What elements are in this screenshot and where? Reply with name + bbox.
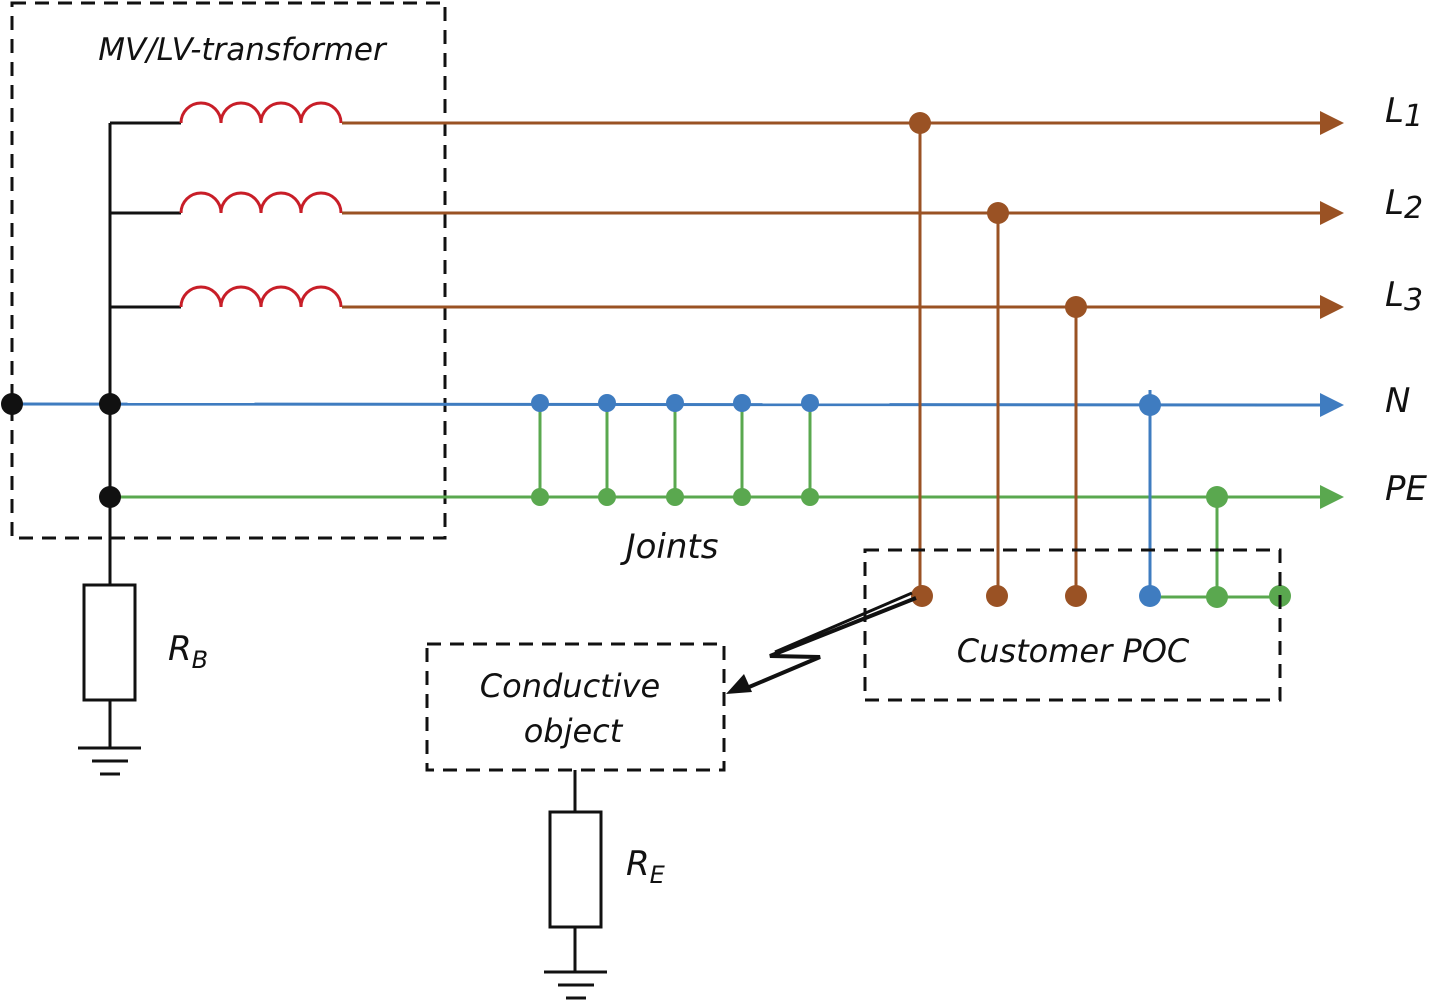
customer-poc-box xyxy=(863,548,1282,702)
joint-pe-dot xyxy=(598,488,616,506)
resistor-re xyxy=(548,770,603,972)
conductive-object-line1: Conductive xyxy=(480,667,660,705)
coil-icon xyxy=(179,191,343,214)
conductive-object-box xyxy=(425,642,726,772)
joint-n-dot xyxy=(598,394,616,412)
pe-arrow-icon xyxy=(1320,485,1344,509)
coil-icon xyxy=(179,101,343,124)
transformer-box xyxy=(10,1,447,540)
label-pe: PE xyxy=(1385,469,1428,509)
n-star-dot xyxy=(99,393,121,415)
joints-label: Joints xyxy=(620,527,719,567)
phase-arrow-icon xyxy=(1320,111,1344,135)
phase-arrow-icon xyxy=(1320,201,1344,225)
ground-icon xyxy=(544,970,607,1000)
transformer-title: MV/LV-transformer xyxy=(98,32,388,68)
joint-pe-dot xyxy=(666,488,684,506)
n-terminal-dot xyxy=(1,393,23,415)
joint-n-dot xyxy=(531,394,549,412)
label-l2: L2 xyxy=(1385,183,1423,226)
joint-pe-dot xyxy=(733,488,751,506)
rb-label: RB xyxy=(168,629,208,674)
label-n: N xyxy=(1385,381,1410,421)
pe-star-dot xyxy=(99,486,121,508)
phase-conductors xyxy=(342,111,1344,319)
customer-poc-label: Customer POC xyxy=(957,632,1190,670)
label-l1: L1 xyxy=(1385,91,1423,134)
re-label: RE xyxy=(626,844,666,889)
joint-n-dot xyxy=(666,394,684,412)
conductive-object-line2: object xyxy=(524,712,624,750)
conductor-labels: L1 L2 L3 N PE xyxy=(1385,91,1428,509)
star-point-bus xyxy=(108,121,181,585)
label-l3: L3 xyxy=(1385,275,1423,318)
pe-conductor xyxy=(99,485,1344,509)
ground-icon xyxy=(78,746,141,776)
transformer-windings xyxy=(179,101,343,308)
joint-n-dot xyxy=(801,394,819,412)
joint-n-dot xyxy=(733,394,751,412)
phase-arrow-icon xyxy=(1320,295,1344,319)
fault-arrow-icon xyxy=(726,591,917,694)
joint-pe-dot xyxy=(531,488,549,506)
coil-icon xyxy=(179,285,343,308)
customer-connections xyxy=(909,112,1291,608)
n-arrow-icon xyxy=(1320,393,1344,417)
joint-pe-dot xyxy=(801,488,819,506)
resistor-rb xyxy=(82,583,137,748)
joints xyxy=(531,394,819,506)
